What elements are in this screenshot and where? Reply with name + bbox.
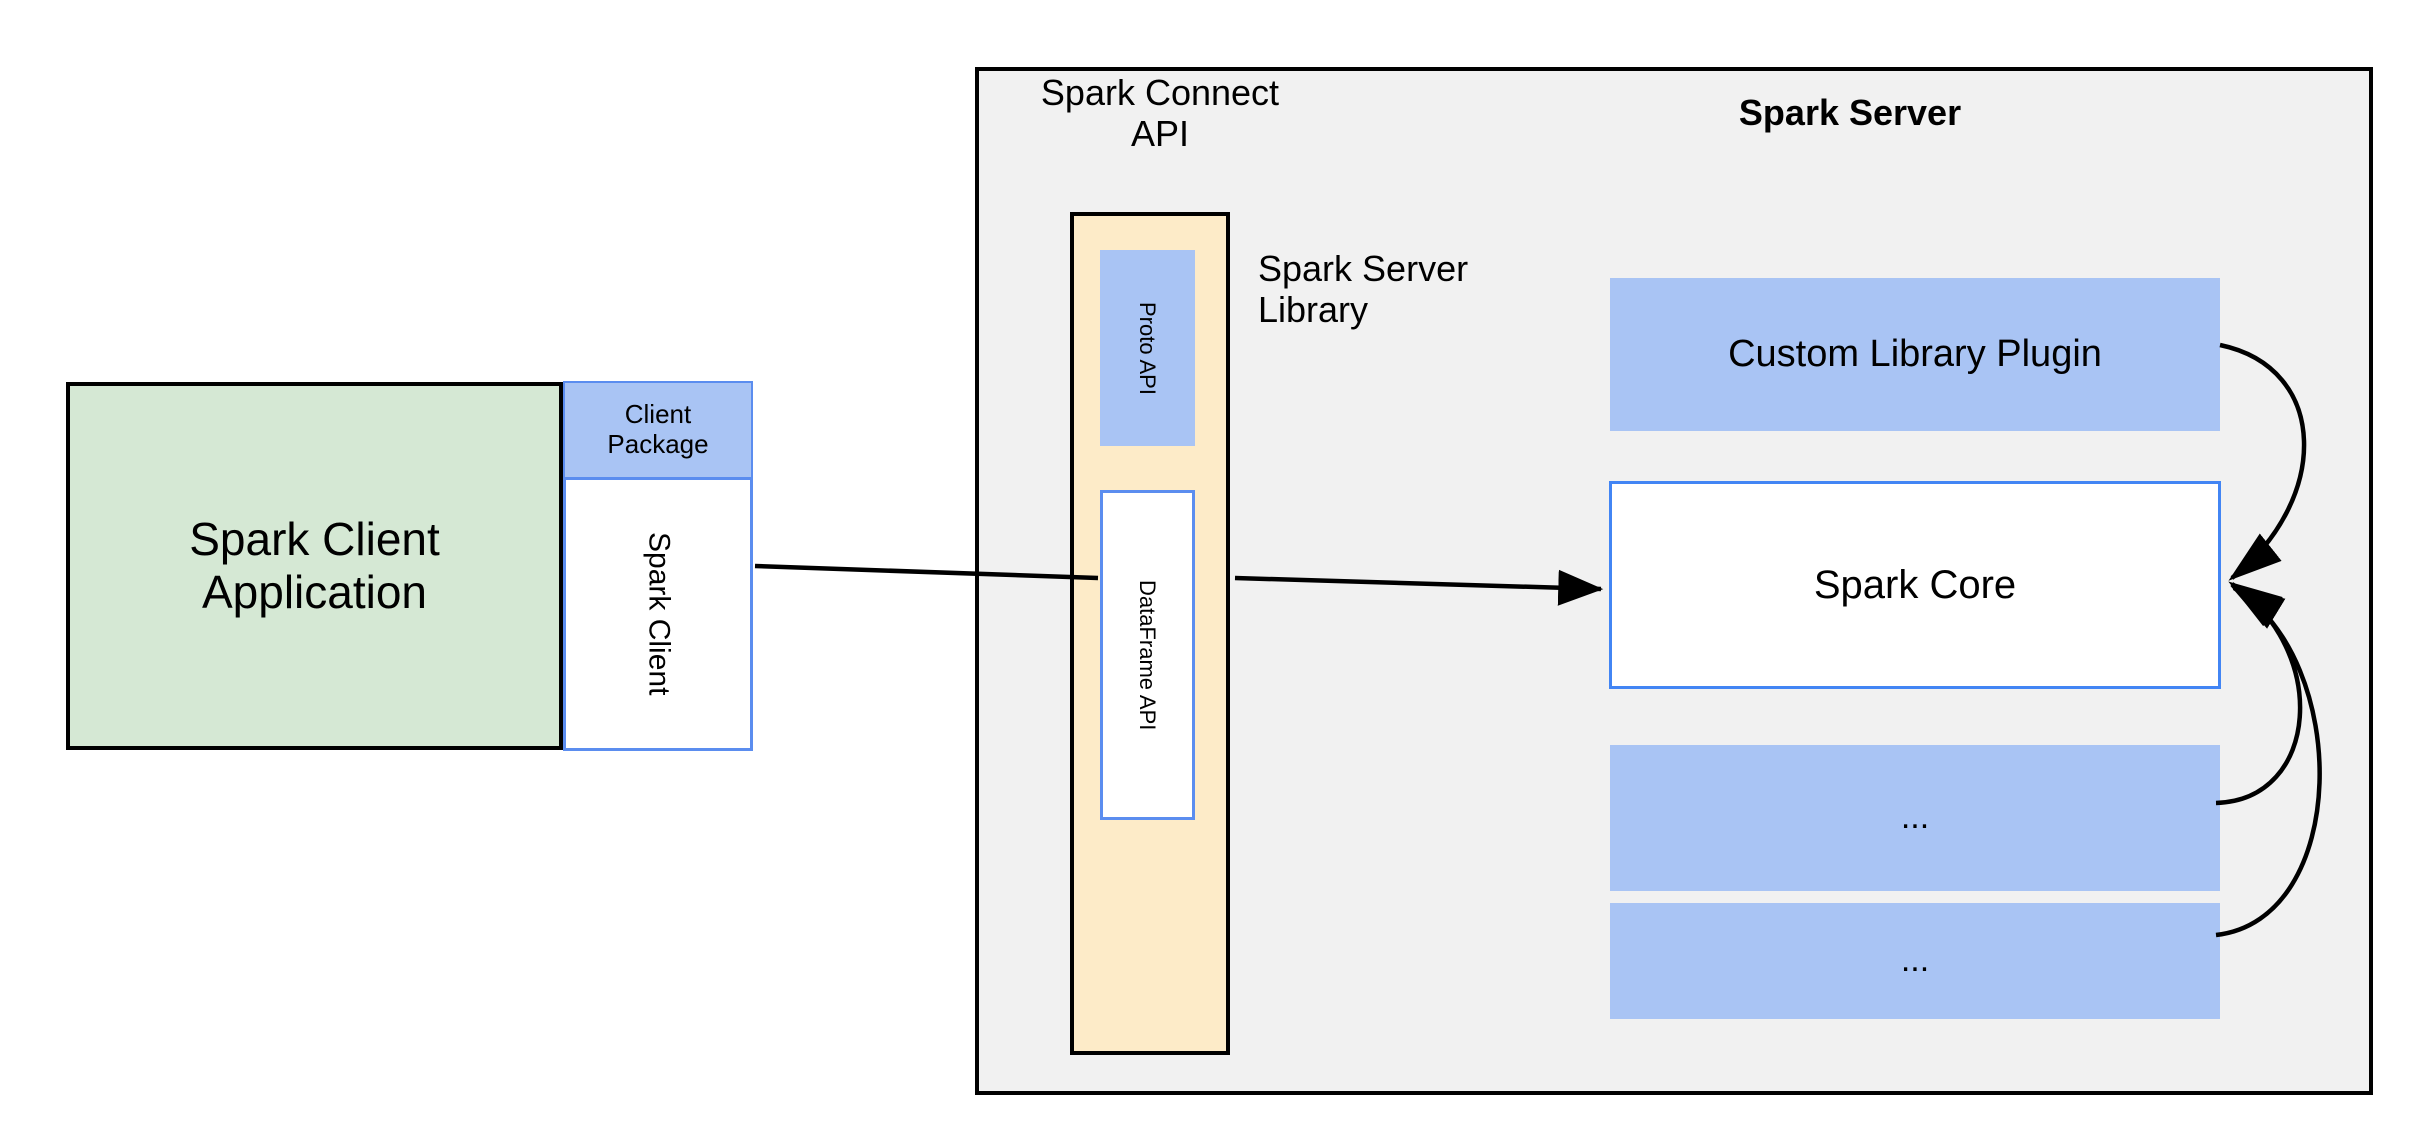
dataframe-api-label: DataFrame API xyxy=(1135,579,1161,731)
server-component-ellipsis-2-label: ... xyxy=(1900,941,1930,980)
custom-library-plugin-box[interactable]: Custom Library Plugin xyxy=(1610,278,2220,431)
server-component-ellipsis-1[interactable]: ... xyxy=(1610,745,2220,891)
spark-client-application-box[interactable]: Spark Client Application xyxy=(66,382,563,750)
client-package-label: Client Package xyxy=(607,399,709,459)
spark-core-label: Spark Core xyxy=(1813,563,2017,607)
spark-core-box[interactable]: Spark Core xyxy=(1609,481,2221,689)
server-component-ellipsis-1-label: ... xyxy=(1900,798,1930,837)
custom-library-plugin-label: Custom Library Plugin xyxy=(1728,332,2102,375)
client-package-box[interactable]: Client Package xyxy=(563,381,753,477)
spark-client-application-label: Spark Client Application xyxy=(189,513,440,618)
spark-client-box[interactable]: Spark Client xyxy=(563,477,753,751)
spark-connect-api-label: Spark Connect API xyxy=(1040,72,1280,155)
spark-server-title: Spark Server xyxy=(1738,92,1962,134)
dataframe-api-box[interactable]: DataFrame API xyxy=(1100,490,1195,820)
proto-api-box[interactable]: Proto API xyxy=(1100,250,1195,446)
spark-client-label: Spark Client xyxy=(642,532,676,696)
spark-server-library-label: Spark Server Library xyxy=(1258,248,1469,331)
proto-api-label: Proto API xyxy=(1135,301,1161,395)
server-component-ellipsis-2[interactable]: ... xyxy=(1610,903,2220,1019)
